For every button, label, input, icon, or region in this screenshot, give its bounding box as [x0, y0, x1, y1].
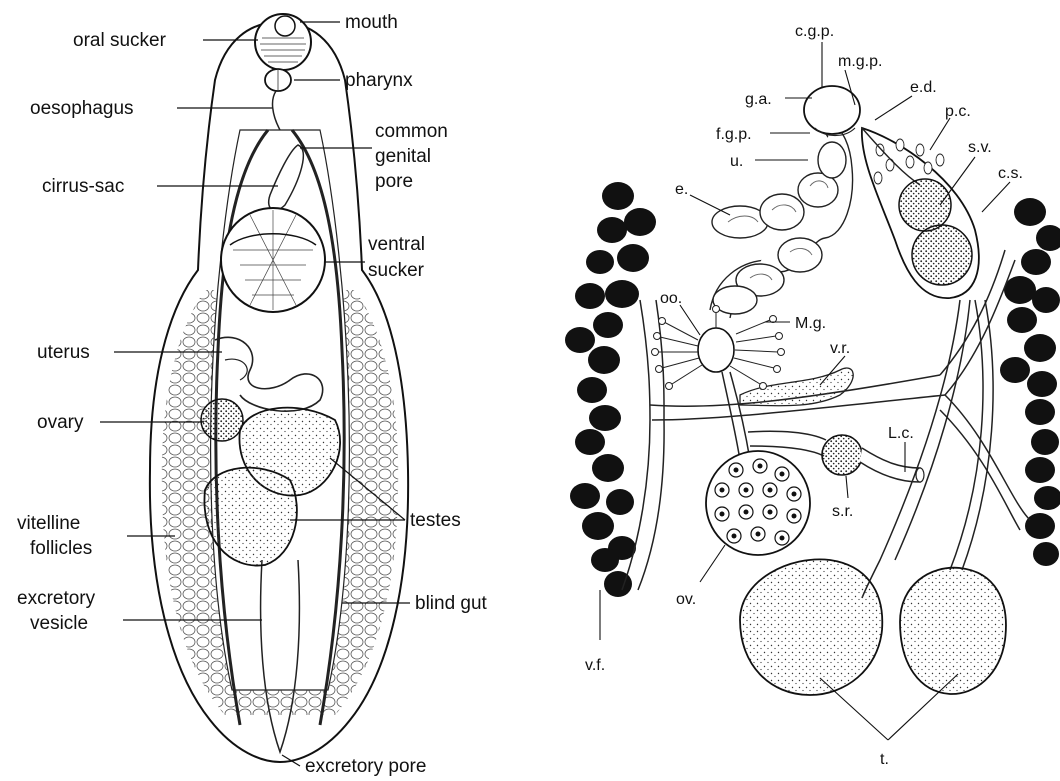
label-testes: testes	[410, 510, 461, 531]
label-ovary: ovary	[37, 412, 84, 433]
label-uterus: uterus	[37, 342, 90, 363]
ovary	[201, 399, 243, 441]
label-lc: L.c.	[888, 425, 914, 442]
label-oesophagus: oesophagus	[30, 98, 134, 119]
label-mgp: m.g.p.	[838, 53, 882, 70]
label-pc: p.c.	[945, 103, 971, 120]
ootype	[698, 328, 734, 372]
uterus-with-eggs	[710, 120, 853, 318]
label-cirrus-sac: cirrus-sac	[42, 176, 124, 197]
label-excretory-pore: excretory pore	[305, 756, 426, 777]
label-vitelline-follicles-line2: follicles	[30, 538, 92, 559]
label-vf: v.f.	[585, 657, 605, 674]
label-ov: ov.	[676, 591, 696, 608]
label-cgp: c.g.p.	[795, 23, 834, 40]
label-u: u.	[730, 153, 743, 170]
label-ed: e.d.	[910, 79, 937, 96]
label-oral-sucker: oral sucker	[73, 30, 167, 51]
label-ventral-sucker-line1: ventral	[368, 234, 425, 255]
label-common-genital-pore-line1: common	[375, 121, 448, 142]
seminal-vesicle-lower	[912, 225, 972, 285]
vitelline-ducts	[622, 250, 1030, 590]
label-common-genital-pore-line2: genital	[375, 146, 431, 167]
testis-right	[900, 568, 1006, 694]
label-fgp: f.g.p.	[716, 126, 752, 143]
label-blind-gut: blind gut	[415, 593, 488, 614]
mouth-opening	[275, 16, 295, 36]
reproductive-system-drawing	[565, 86, 1060, 695]
label-vitelline-follicles-line1: vitelline	[17, 513, 80, 534]
seminal-receptacle	[822, 435, 862, 475]
laurers-canal	[860, 448, 920, 482]
label-ga: g.a.	[745, 91, 772, 108]
vitelline-reservoir	[740, 368, 853, 406]
fluke-whole-body-drawing	[150, 14, 408, 762]
seminal-vesicle-upper	[899, 179, 951, 231]
label-mouth: mouth	[345, 12, 398, 33]
label-common-genital-pore-line3: pore	[375, 171, 413, 192]
label-cs: c.s.	[998, 165, 1023, 182]
label-vr: v.r.	[830, 340, 850, 357]
label-excretory-vesicle-line1: excretory	[17, 588, 96, 609]
label-oo: oo.	[660, 290, 682, 307]
vitelline-follicles-left	[565, 182, 656, 597]
label-t: t.	[880, 751, 889, 768]
label-sv: s.v.	[968, 139, 992, 156]
label-e: e.	[675, 181, 688, 198]
testis-left	[740, 559, 882, 695]
label-pharynx: pharynx	[345, 70, 413, 91]
label-sr: s.r.	[832, 503, 853, 520]
label-mg: M.g.	[795, 315, 826, 332]
label-excretory-vesicle-line2: vesicle	[30, 613, 88, 634]
label-ventral-sucker-line2: sucker	[368, 260, 425, 281]
